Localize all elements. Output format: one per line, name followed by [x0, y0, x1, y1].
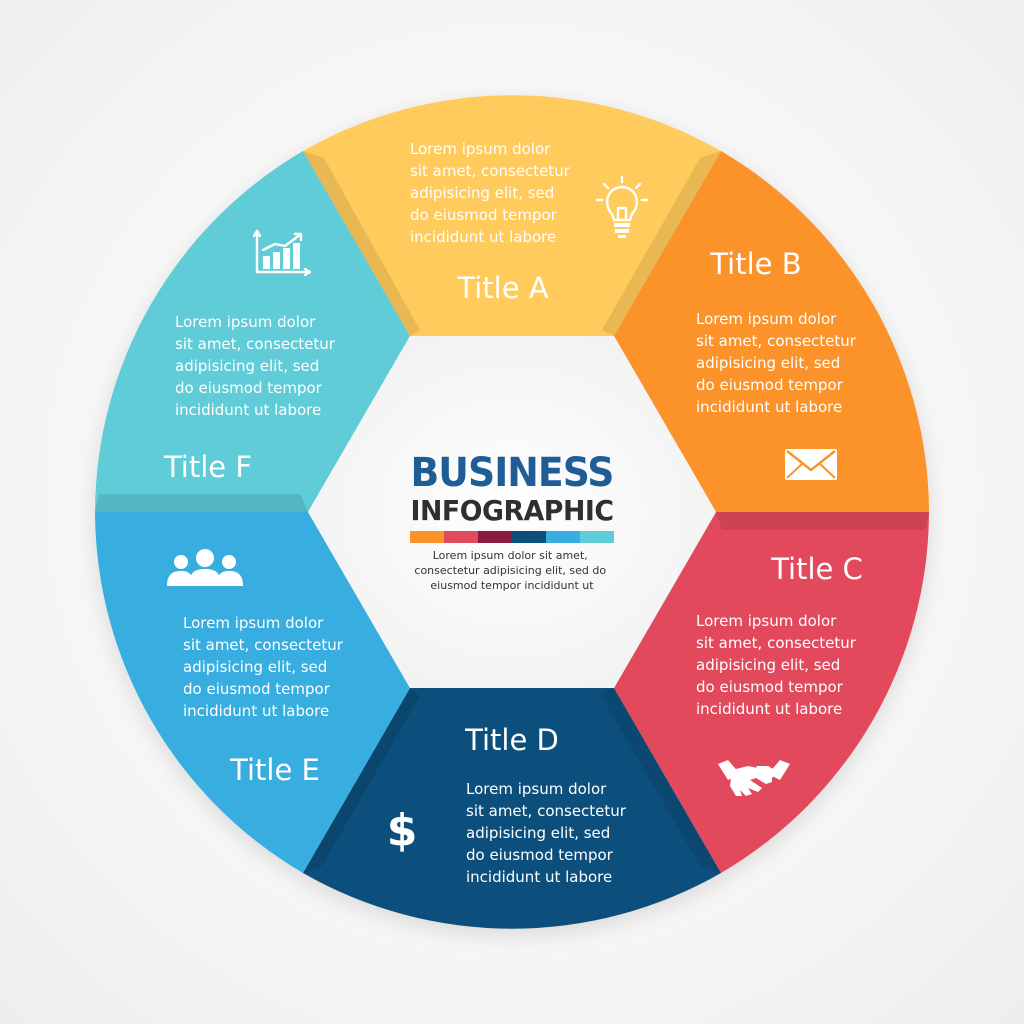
segment-b-shape[interactable]: [614, 151, 929, 512]
segment-b-line: Lorem ipsum dolor: [696, 310, 837, 328]
segment-e-line: sit amet, consectetur: [183, 636, 344, 654]
segment-a-shape[interactable]: [303, 95, 721, 337]
segment-f-line: do eiusmod tempor: [175, 379, 323, 397]
segment-c-text: Lorem ipsum dolor sit amet, consectetur …: [696, 612, 861, 718]
center-block: BUSINESS INFOGRAPHIC Lorem ipsum dolor s…: [410, 450, 615, 592]
segment-e-line: adipisicing elit, sed: [183, 658, 327, 676]
segment-a-line: sit amet, consectetur: [410, 162, 571, 180]
segment-d-line: sit amet, consectetur: [466, 802, 627, 820]
bar-chart-icon: [252, 229, 312, 277]
segment-f-line: adipisicing elit, sed: [175, 357, 319, 375]
segment-b-line: adipisicing elit, sed: [696, 354, 840, 372]
segment-b-line: do eiusmod tempor: [696, 376, 844, 394]
color-bar-swatch: [444, 531, 478, 543]
segment-f-title: Title F: [163, 450, 252, 484]
color-bar-swatch: [410, 531, 444, 543]
color-bar-swatch: [546, 531, 580, 543]
lightbulb-icon: [595, 175, 649, 238]
segment-d-line: do eiusmod tempor: [466, 846, 614, 864]
fold-shadows: [95, 151, 929, 873]
segment-f-line: incididunt ut labore: [175, 401, 321, 419]
segment-e-line: Lorem ipsum dolor: [183, 614, 324, 632]
segment-c-line: do eiusmod tempor: [696, 678, 844, 696]
segment-f-line: sit amet, consectetur: [175, 335, 336, 353]
segment-c-line: Lorem ipsum dolor: [696, 612, 837, 630]
segment-d-line: adipisicing elit, sed: [466, 824, 610, 842]
segment-a-line: do eiusmod tempor: [410, 206, 558, 224]
segment-a-text: Lorem ipsum dolor sit amet, consectetur …: [410, 140, 575, 246]
segment-b: Title B Lorem ipsum dolor sit amet, cons…: [696, 247, 861, 480]
segment-d-title: Title D: [464, 723, 559, 757]
segment-c-title: Title C: [770, 552, 863, 586]
segment-a-line: Lorem ipsum dolor: [410, 140, 551, 158]
segment-c-shape[interactable]: [614, 512, 929, 873]
center-title-business: BUSINESS: [411, 450, 614, 496]
center-body-line: Lorem ipsum dolor sit amet,: [433, 549, 588, 562]
center-body-text: Lorem ipsum dolor sit amet, consectetur …: [414, 549, 609, 592]
segment-d-text: Lorem ipsum dolor sit amet, consectetur …: [466, 780, 631, 886]
color-bar-swatch: [580, 531, 614, 543]
segment-f: Lorem ipsum dolor sit amet, consectetur …: [163, 229, 340, 484]
segment-a-line: adipisicing elit, sed: [410, 184, 554, 202]
segment-e-text: Lorem ipsum dolor sit amet, consectetur …: [183, 614, 348, 720]
segment-b-line: incididunt ut labore: [696, 398, 842, 416]
color-bar-swatch: [512, 531, 546, 543]
segment-e-line: incididunt ut labore: [183, 702, 329, 720]
segment-b-title: Title B: [709, 247, 801, 281]
segment-d-line: Lorem ipsum dolor: [466, 780, 607, 798]
segment-b-line: sit amet, consectetur: [696, 332, 857, 350]
segment-c-line: adipisicing elit, sed: [696, 656, 840, 674]
segment-c-line: sit amet, consectetur: [696, 634, 857, 652]
segment-f-shape[interactable]: [95, 151, 410, 512]
segment-ring: [95, 95, 929, 929]
segment-e: Lorem ipsum dolor sit amet, consectetur …: [167, 549, 348, 787]
center-hexagon: [308, 336, 716, 688]
people-group-icon: [167, 549, 243, 586]
dollar-icon: $: [387, 805, 418, 856]
segment-b-text: Lorem ipsum dolor sit amet, consectetur …: [696, 310, 861, 416]
segment-d-line: incididunt ut labore: [466, 868, 612, 886]
center-body-line: consectetur adipisicing elit, sed do: [414, 564, 606, 577]
handshake-icon: [718, 760, 790, 796]
segment-c-line: incididunt ut labore: [696, 700, 842, 718]
segment-e-shape[interactable]: [95, 512, 410, 873]
segment-d-shape[interactable]: [303, 688, 721, 929]
color-bar: [410, 531, 614, 543]
envelope-icon: [785, 449, 837, 480]
segment-c: Title C Lorem ipsum dolor sit amet, cons…: [696, 552, 863, 796]
segment-f-line: Lorem ipsum dolor: [175, 313, 316, 331]
segment-a-line: incididunt ut labore: [410, 228, 556, 246]
segment-a: Lorem ipsum dolor sit amet, consectetur …: [410, 140, 649, 305]
center-body-line: eiusmod tempor incididunt ut: [430, 579, 594, 592]
center-title-infographic: INFOGRAPHIC: [411, 494, 614, 527]
segment-f-text: Lorem ipsum dolor sit amet, consectetur …: [175, 313, 340, 419]
segment-e-line: do eiusmod tempor: [183, 680, 331, 698]
segment-a-title: Title A: [456, 271, 548, 305]
color-bar-swatch: [478, 531, 512, 543]
segment-e-title: Title E: [229, 753, 320, 787]
segment-d: Title D Lorem ipsum dolor sit amet, cons…: [387, 723, 631, 886]
